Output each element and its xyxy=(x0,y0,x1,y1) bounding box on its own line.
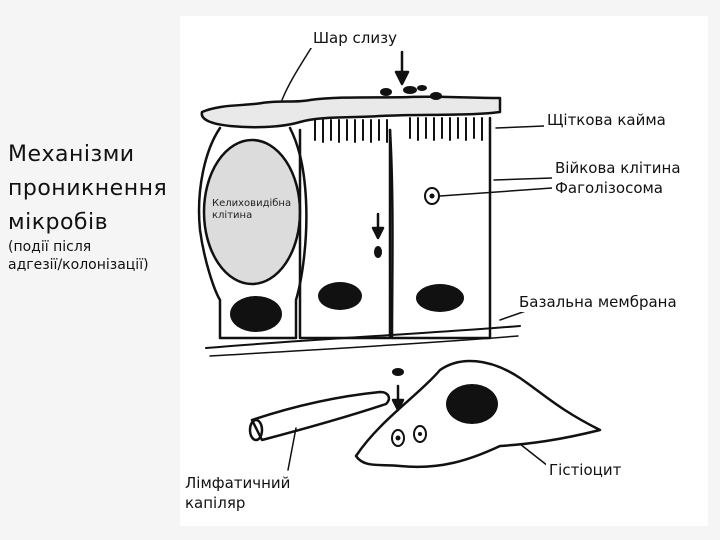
mucus-band xyxy=(200,95,502,129)
goblet-cell-line-1: Келиховидібна xyxy=(212,198,292,209)
bacterium xyxy=(380,88,392,96)
phagolysosome-vesicle xyxy=(424,187,440,205)
subtitle-line-1: (події після xyxy=(8,239,92,255)
label-phagolysosome: Фаголізосома xyxy=(552,178,667,198)
cell1-nucleus xyxy=(318,282,362,310)
label-basal-membrane: Базальна мембрана xyxy=(516,292,680,312)
title-line-1: Механізми xyxy=(8,142,135,167)
subtitle-line-2: адгезії/колонізації) xyxy=(8,257,149,273)
goblet-cell-outline xyxy=(197,126,308,340)
lymph-capillary xyxy=(250,390,391,442)
histiocyte-nucleus xyxy=(446,384,498,424)
histiocyte-cell xyxy=(354,359,602,469)
lymph-capillary-line-1: Лімфатичний xyxy=(185,474,291,492)
label-histiocyte: Гістіоцит xyxy=(546,460,625,480)
page-title: Механізми проникнення мікробів xyxy=(8,138,167,240)
label-ciliated-cell: Війкова клітина xyxy=(552,158,684,178)
basal-membrane-line xyxy=(205,325,521,349)
title-line-3: мікробів xyxy=(8,210,109,235)
label-brush-border: Щіткова кайма xyxy=(544,110,669,130)
label-goblet-cell: Келиховидібна клітина xyxy=(212,198,291,222)
cell2-nucleus xyxy=(416,284,464,312)
title-line-2: проникнення xyxy=(8,176,168,201)
page-subtitle: (події після адгезії/колонізації) xyxy=(8,238,149,274)
label-lymph-capillary: Лімфатичний капіляр xyxy=(182,472,294,514)
goblet-nucleus xyxy=(230,296,282,332)
columnar-cell-2 xyxy=(388,128,394,340)
label-mucus-layer: Шар слизу xyxy=(310,28,400,48)
goblet-cell-line-2: клітина xyxy=(212,210,253,221)
lymph-capillary-line-2: капіляр xyxy=(185,494,246,512)
microvilli xyxy=(314,117,483,143)
